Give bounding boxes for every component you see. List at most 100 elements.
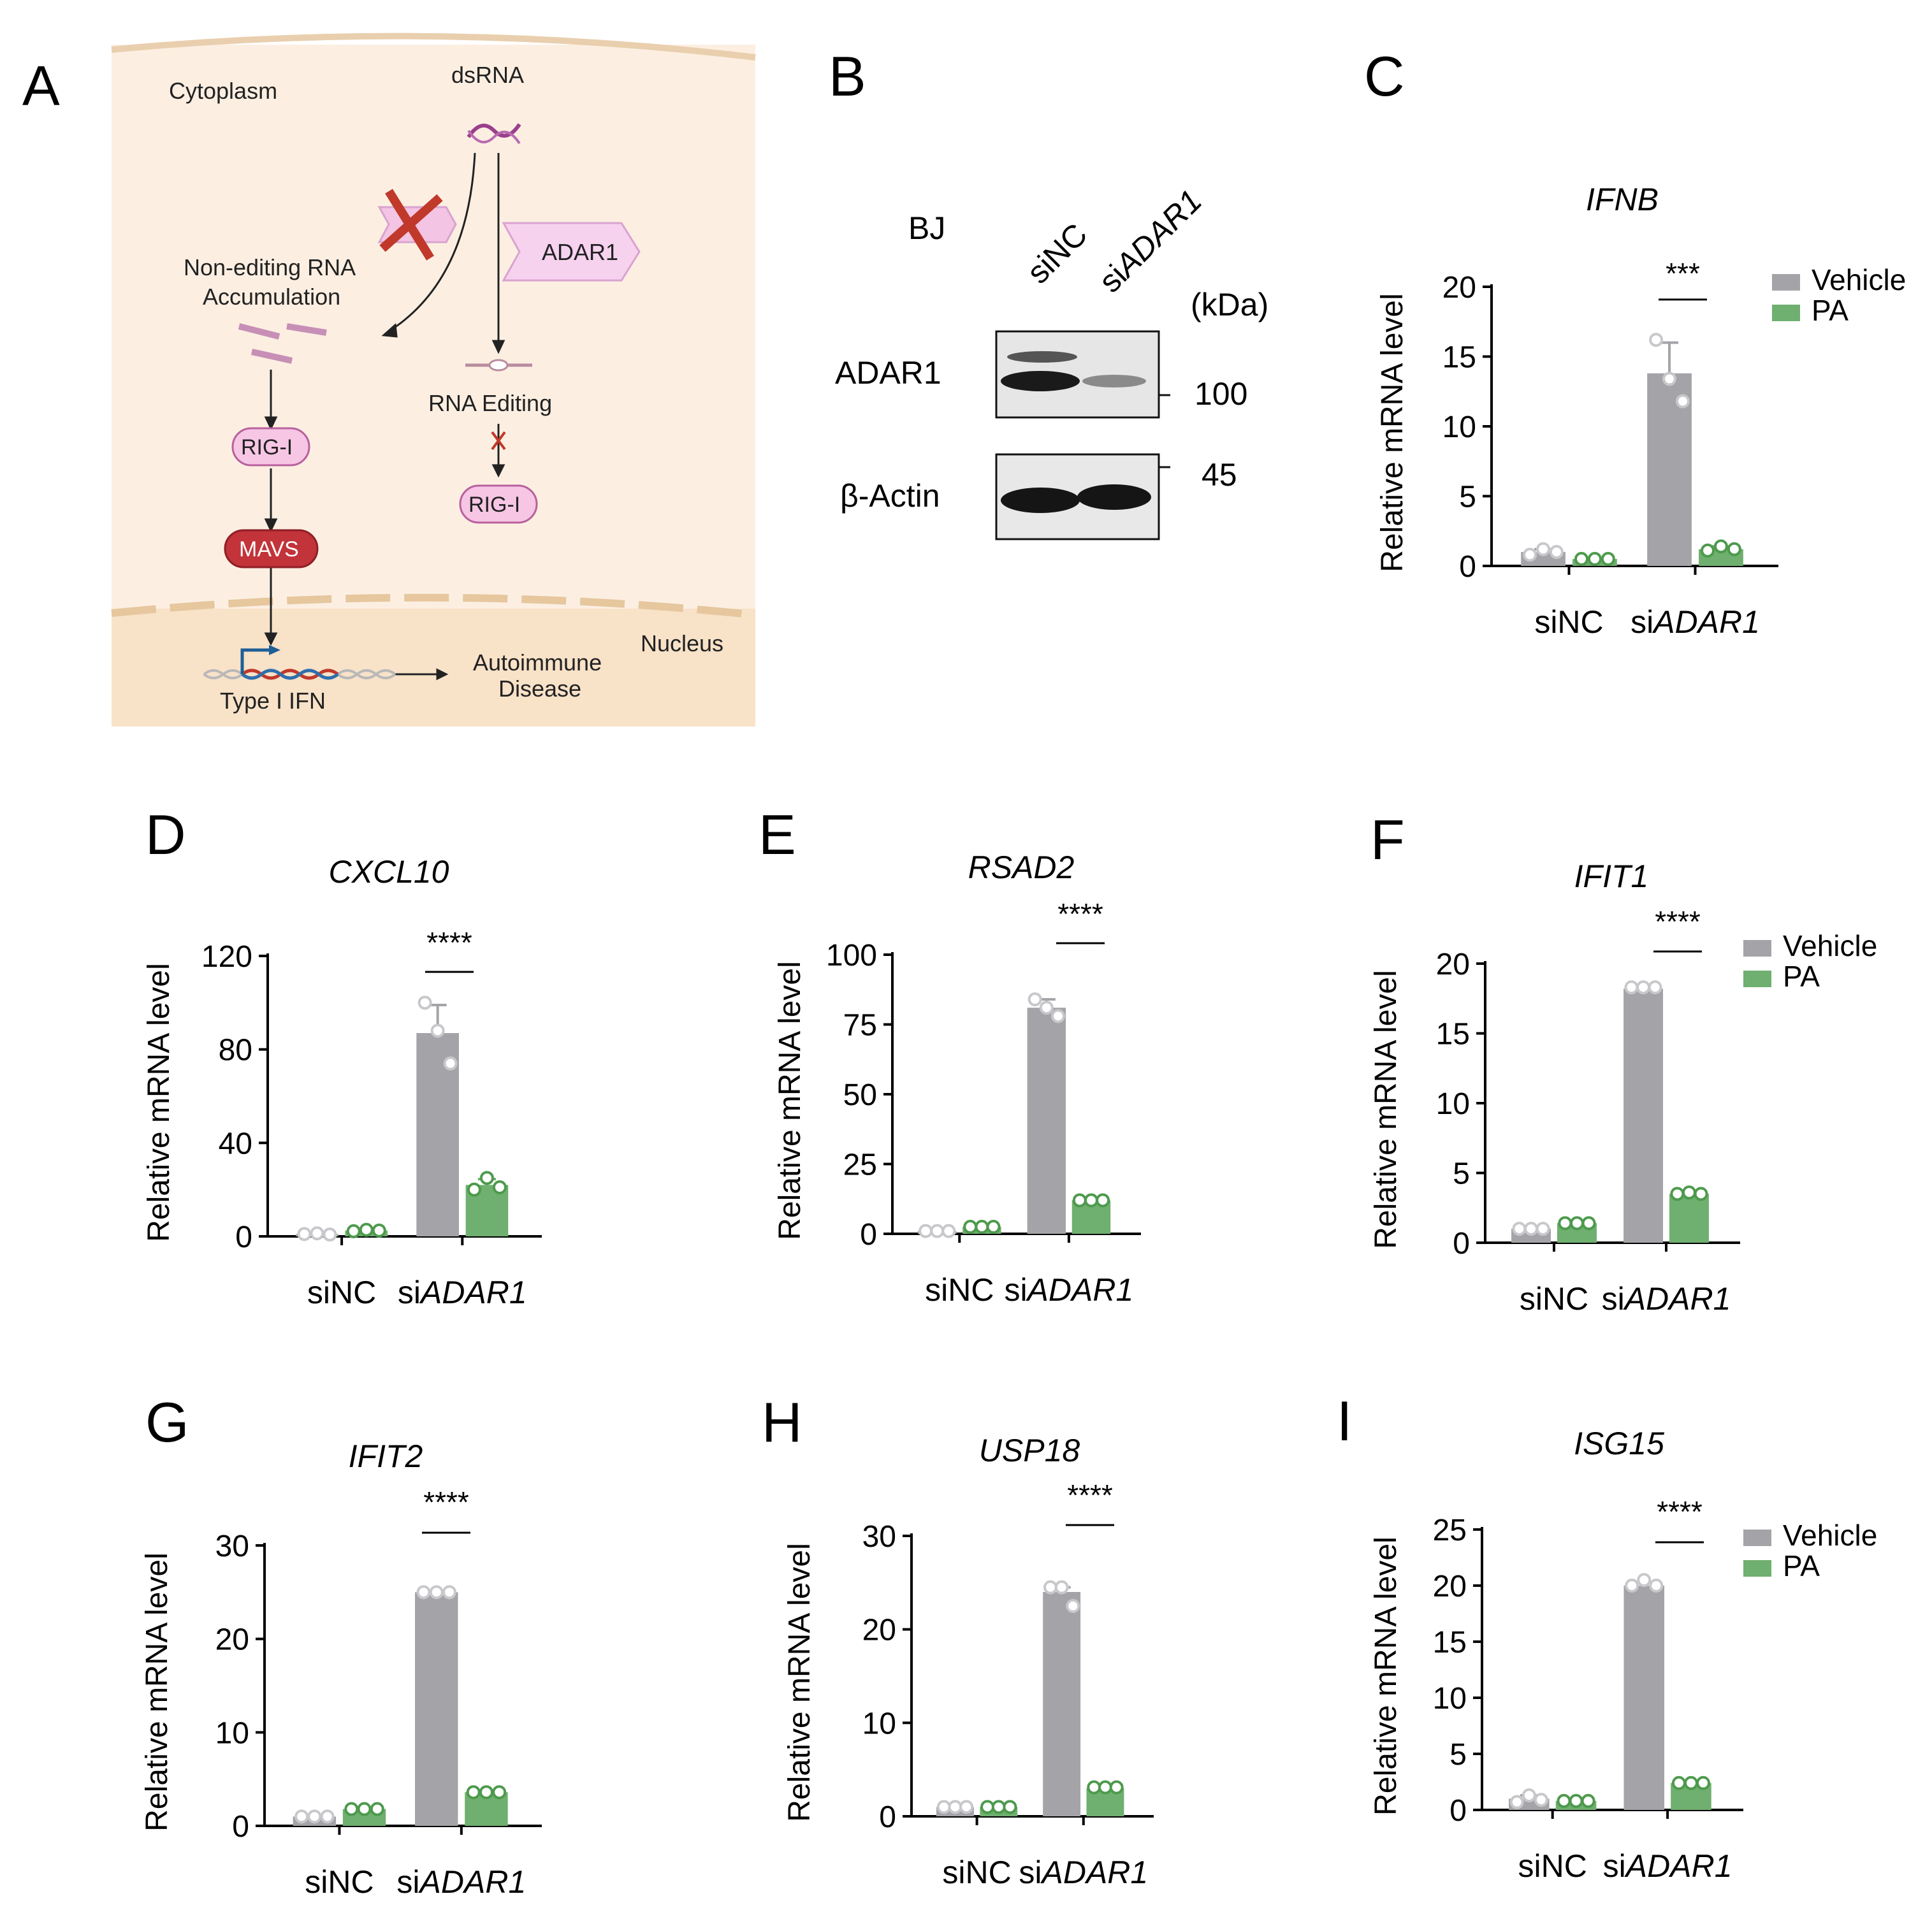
blot-row-label-adar1: ADAR1 bbox=[835, 355, 941, 391]
data-point bbox=[1683, 1776, 1698, 1790]
data-point bbox=[418, 995, 432, 1010]
data-point bbox=[991, 1800, 1006, 1814]
lane-label-siadar1: siADAR1 bbox=[1092, 183, 1209, 300]
data-point bbox=[1648, 980, 1662, 995]
chart-title: IFNB bbox=[1586, 182, 1659, 217]
data-point bbox=[1637, 1573, 1652, 1588]
rig-i-pill-left: RIG-I bbox=[231, 427, 310, 467]
y-tick-label: 20 bbox=[1442, 271, 1476, 305]
bar bbox=[1669, 1194, 1709, 1243]
data-point bbox=[1662, 372, 1677, 386]
adar1-diagram-label: ADAR1 bbox=[542, 239, 618, 265]
y-tick-label: 0 bbox=[1459, 550, 1476, 584]
data-point bbox=[1649, 333, 1664, 347]
non-editing-label-1: Non-editing RNA bbox=[184, 254, 356, 280]
data-point bbox=[1549, 545, 1564, 560]
data-point bbox=[1098, 1780, 1112, 1795]
dna-icon bbox=[203, 645, 396, 680]
y-tick-label: 20 bbox=[862, 1614, 896, 1647]
data-point bbox=[359, 1222, 374, 1237]
y-tick-label: 80 bbox=[219, 1034, 252, 1067]
chart-title: RSAD2 bbox=[968, 850, 1075, 885]
data-point bbox=[294, 1809, 309, 1824]
y-tick-label: 0 bbox=[235, 1220, 252, 1254]
significance-label: **** bbox=[1657, 1495, 1703, 1528]
data-point bbox=[1003, 1800, 1017, 1814]
dsrna-label: dsRNA bbox=[451, 62, 524, 88]
data-point bbox=[1713, 539, 1728, 554]
y-tick-label: 40 bbox=[219, 1127, 252, 1161]
data-point bbox=[1696, 1776, 1711, 1790]
y-tick-label: 20 bbox=[215, 1623, 249, 1657]
chart-title: IFIT2 bbox=[349, 1438, 423, 1474]
y-tick-label: 5 bbox=[1459, 481, 1476, 514]
data-point bbox=[1050, 1009, 1065, 1024]
y-tick-label: 0 bbox=[879, 1800, 896, 1834]
lane-label-sinc: siNC bbox=[1020, 217, 1094, 291]
legend-label: Vehicle bbox=[1812, 263, 1906, 296]
nucleus-label: Nucleus bbox=[641, 630, 723, 656]
y-tick-label: 25 bbox=[843, 1148, 877, 1182]
bar bbox=[1027, 1008, 1066, 1234]
x-category-label: siNC bbox=[1518, 1848, 1587, 1884]
data-point bbox=[1625, 1579, 1639, 1593]
y-tick-label: 10 bbox=[1442, 410, 1476, 444]
data-point bbox=[1587, 552, 1602, 567]
legend-swatch bbox=[1743, 971, 1771, 987]
significance-label: **** bbox=[1655, 905, 1701, 938]
x-category-label: siADAR1 bbox=[1602, 1281, 1731, 1317]
x-category-label: siNC bbox=[307, 1275, 376, 1310]
data-point bbox=[429, 1585, 444, 1600]
data-point bbox=[307, 1809, 322, 1824]
legend-swatch bbox=[1743, 1530, 1771, 1546]
y-tick-label: 0 bbox=[860, 1218, 877, 1252]
data-point bbox=[1096, 1193, 1110, 1208]
dsrna-icon bbox=[467, 123, 521, 145]
x-category-label: siNC bbox=[1534, 604, 1603, 640]
data-point bbox=[1581, 1216, 1596, 1231]
data-point bbox=[1536, 1222, 1550, 1236]
y-tick-label: 5 bbox=[1449, 1738, 1467, 1772]
significance-label: **** bbox=[1057, 897, 1103, 930]
data-point bbox=[975, 1220, 989, 1234]
y-tick-label: 120 bbox=[201, 940, 252, 974]
y-axis-label: Relative mRNA level bbox=[1369, 1537, 1403, 1815]
x-category-label: siADAR1 bbox=[398, 1275, 527, 1310]
chart-title: USP18 bbox=[979, 1433, 1080, 1468]
data-point bbox=[1109, 1780, 1124, 1795]
panel-label-c: C bbox=[1364, 45, 1405, 108]
x-category-label: siNC bbox=[925, 1272, 994, 1308]
y-tick-label: 15 bbox=[1442, 341, 1476, 375]
rna-fragments-icon bbox=[238, 323, 327, 364]
legend-label: PA bbox=[1783, 960, 1820, 993]
data-point bbox=[1066, 1599, 1080, 1613]
data-point bbox=[466, 1785, 481, 1800]
y-tick-label: 20 bbox=[1433, 1570, 1467, 1603]
x-category-label: siNC bbox=[942, 1855, 1011, 1890]
data-point bbox=[443, 1056, 458, 1071]
cell-line-label: BJ bbox=[908, 210, 945, 246]
data-point bbox=[320, 1809, 335, 1824]
blocked-adar1-icon bbox=[377, 189, 457, 261]
y-axis-label: Relative mRNA level bbox=[783, 1543, 817, 1821]
marker-label-100: 100 bbox=[1195, 376, 1247, 412]
nucleus-region bbox=[112, 609, 755, 727]
kda-unit-label: (kDa) bbox=[1191, 287, 1268, 322]
legend-label: Vehicle bbox=[1783, 1519, 1877, 1552]
legend-swatch bbox=[1743, 1560, 1771, 1577]
data-point bbox=[1509, 1795, 1524, 1809]
y-tick-label: 10 bbox=[862, 1707, 896, 1740]
data-point bbox=[430, 1024, 445, 1038]
y-tick-label: 10 bbox=[1433, 1682, 1467, 1716]
data-point bbox=[1524, 1222, 1539, 1236]
data-point bbox=[1558, 1216, 1572, 1231]
y-tick-label: 5 bbox=[1453, 1157, 1470, 1191]
data-point bbox=[1512, 1222, 1527, 1236]
data-point bbox=[1581, 1793, 1595, 1808]
panel-label-i: I bbox=[1337, 1389, 1352, 1452]
bar bbox=[1623, 1586, 1665, 1810]
y-tick-label: 15 bbox=[1436, 1018, 1470, 1052]
data-point bbox=[1675, 394, 1690, 409]
data-point bbox=[1574, 552, 1589, 567]
rig-i-label-right: RIG-I bbox=[468, 493, 520, 517]
